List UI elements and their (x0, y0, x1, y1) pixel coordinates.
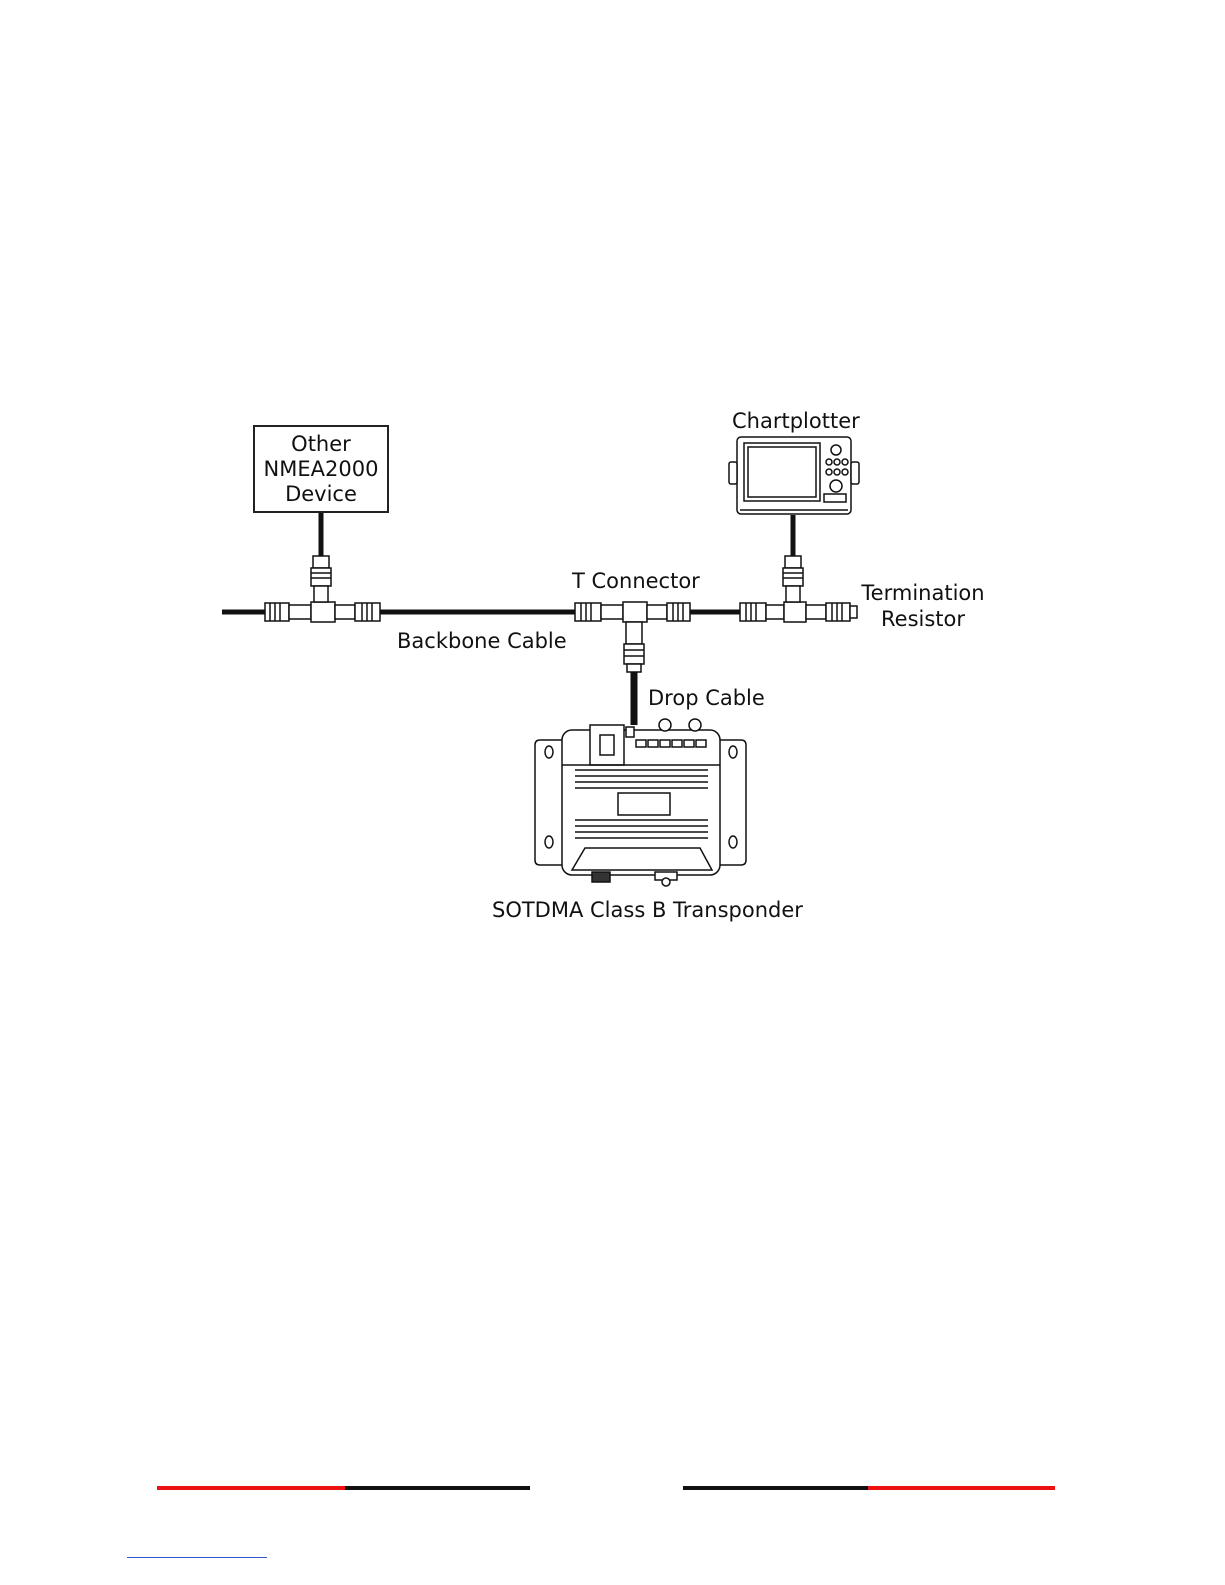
t-connector-center (575, 602, 690, 672)
footer-bar-right-black (683, 1486, 868, 1490)
chartplotter-label: Chartplotter (732, 408, 860, 434)
chartplotter-device (729, 437, 859, 514)
termination-resistor-label-line-1: Termination (858, 580, 988, 606)
termination-resistor (826, 603, 857, 621)
t-connector-label: T Connector (572, 568, 700, 594)
t-connector-right (740, 556, 826, 622)
footer-link-underline (127, 1557, 267, 1558)
footer-bar-right-red (868, 1486, 1055, 1490)
other-device-label-line-1: Other (291, 432, 351, 457)
footer-bar-left-red (157, 1486, 345, 1490)
t-connector-left (265, 556, 380, 622)
other-device-label-line-2: NMEA2000 (264, 457, 379, 482)
backbone-cable-label: Backbone Cable (397, 628, 567, 654)
transponder-label: SOTDMA Class B Transponder (492, 897, 803, 923)
transponder-device (535, 719, 746, 886)
drop-cable-label: Drop Cable (648, 685, 765, 711)
other-device-label-line-3: Device (285, 482, 357, 507)
other-nmea2000-device-box: Other NMEA2000 Device (253, 425, 389, 513)
termination-resistor-label-line-2: Resistor (858, 606, 988, 632)
footer-bar-left-black (345, 1486, 530, 1490)
termination-resistor-label: Termination Resistor (858, 580, 988, 632)
